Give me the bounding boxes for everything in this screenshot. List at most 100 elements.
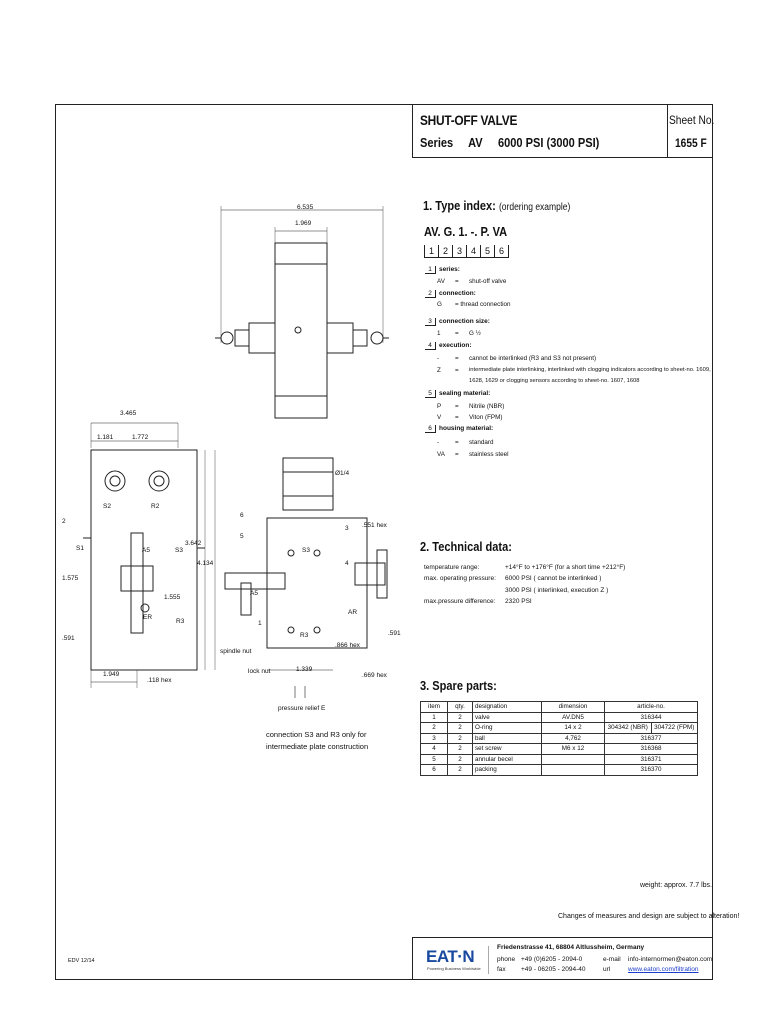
section-label: .591 (388, 630, 401, 637)
section-view (224, 457, 388, 698)
code-position: 1 (424, 245, 439, 258)
code-position: 2 (438, 245, 453, 258)
option-row: AV=shut-off valve (437, 278, 507, 285)
spare-parts-heading: 3. Spare parts: (420, 678, 497, 693)
footer-fax: +49 - 06205 - 2094-40 (521, 966, 586, 973)
footer-fax-label: fax (497, 966, 506, 973)
tech-label: temperature range: (424, 564, 480, 571)
footer-block (412, 937, 713, 980)
port-label: S2 (103, 503, 111, 510)
option-row: 1=G ½ (437, 330, 481, 337)
section-label: 5 (240, 533, 244, 540)
section-label: 1 (258, 620, 262, 627)
logo-wordmark: EAT·N (426, 947, 475, 966)
tech-value: 6000 PSI ( cannot be interlinked ) (505, 575, 602, 582)
technical-data-heading: 2. Technical data: (420, 539, 512, 554)
footer-url-label: url (603, 966, 611, 973)
footer-email-label: e-mail (603, 956, 621, 963)
option-row: VA=stainless steel (437, 451, 509, 458)
sheet-number-label: Sheet No. (669, 113, 715, 127)
column-header: article-no. (604, 701, 698, 713)
footer-phone-label: phone (497, 956, 516, 963)
tech-value: 3000 PSI ( interlinked, execution Z ) (505, 587, 609, 594)
port-label: ER (143, 614, 153, 621)
dim-label: 1.181 (97, 434, 114, 441)
type-index-note: (ordering example) (498, 202, 571, 213)
tech-value: +14°F to +176°F (for a short time +212°F… (505, 564, 626, 571)
section-label: AR (348, 609, 358, 616)
port-label: A5 (142, 547, 150, 554)
section-label: S3 (302, 547, 310, 554)
callout-lock-nut: lock nut (248, 668, 271, 675)
dim-label: 1.772 (132, 434, 149, 441)
column-header: designation (472, 701, 542, 713)
option-row: Z=intermediate plate interlinking, inter… (437, 367, 711, 374)
section-label: .551 hex (362, 522, 387, 529)
section-label: 1.339 (296, 666, 313, 673)
type-index-title: 1. Type index: (423, 198, 496, 213)
dim-label: 3.465 (120, 410, 137, 417)
option-row: -=standard (437, 439, 494, 446)
dim-label: 6.535 (297, 204, 314, 211)
logo-tagline: Powering Business Worldwide (427, 966, 481, 971)
section-label: R3 (300, 632, 309, 639)
dim-label: .118 hex (147, 677, 172, 684)
section-label: 3 (345, 525, 349, 532)
front-view (83, 422, 216, 688)
order-code-positions: 1 2 3 4 5 6 (424, 245, 509, 258)
document-code: EDV 12/14 (68, 958, 95, 964)
option-row: G= thread connection (437, 301, 511, 308)
tech-label: max.pressure difference: (424, 598, 496, 605)
footer-address: Friedenstrasse 41, 68804 Altlussheim, Ge… (497, 944, 645, 951)
dim-label: 3.642 (185, 540, 202, 547)
section-label: 6 (240, 512, 244, 519)
port-label: S3 (175, 547, 183, 554)
code-position: 5 (480, 245, 495, 258)
dim-label: 1.949 (103, 671, 120, 678)
dim-label: 1.969 (295, 220, 312, 227)
dim-label: 1.555 (164, 594, 181, 601)
section-label: .669 hex (362, 672, 387, 679)
weight-note: weight: approx. 7.7 lbs. (640, 882, 712, 889)
dim-label: 4.134 (197, 560, 214, 567)
spare-parts-table: item qty. designation dimension article-… (420, 701, 698, 776)
port-label: R2 (151, 503, 160, 510)
dim-label: 1.575 (62, 575, 79, 582)
footer-phone: +49 (0)6205 - 2094-0 (521, 956, 583, 963)
section-label: 2 (62, 518, 66, 525)
tech-label: max. operating pressure: (424, 575, 496, 582)
drawing-sheet-frame (55, 104, 713, 980)
option-row: P=Nitrile (NBR) (437, 403, 505, 410)
page-subtitle: Series AV 6000 PSI (3000 PSI) (420, 135, 600, 150)
option-row: V=Viton (FPM) (437, 414, 503, 421)
option-row: 1628, 1629 or clogging sensors according… (469, 378, 640, 384)
port-label: R3 (176, 618, 185, 625)
disclaimer-note: Changes of measures and design are subje… (558, 913, 740, 920)
section-label: .866 hex (335, 642, 360, 649)
column-header: qty. (447, 701, 473, 713)
sheet-number-box (667, 104, 713, 158)
footer-email[interactable]: info-internormen@eaton.com (628, 956, 713, 963)
type-index-heading: 1. Type index: (ordering example) (423, 198, 570, 213)
section-label: Ø1/4 (335, 470, 350, 477)
drawing-note-line1: connection S3 and R3 only for (266, 730, 367, 739)
title-block (412, 104, 713, 158)
code-position: 6 (494, 245, 509, 258)
technical-drawing (83, 206, 389, 698)
table-header-row: item qty. designation dimension article-… (420, 701, 698, 713)
section-label: A5 (250, 590, 258, 597)
code-position: 3 (452, 245, 467, 258)
sheet-number-value: 1655 F (675, 136, 707, 150)
footer-url-link[interactable]: www.eaton.com/filtration (628, 966, 699, 973)
eaton-logo: EAT·N Powering Business Worldwide (420, 946, 489, 974)
code-position: 4 (466, 245, 481, 258)
